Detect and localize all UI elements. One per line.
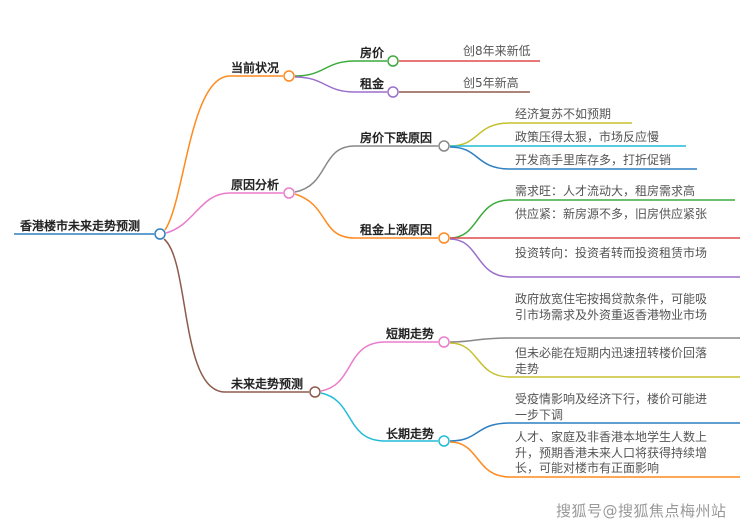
leaf-text: 创8年来新低: [463, 44, 531, 58]
leaf-text: 受疫情影响及经济下行，楼价可能进一步下调: [515, 392, 708, 422]
leaf-text: 但未必能在短期内迅速扭转楼价回落走势: [515, 346, 708, 376]
subtopic-short-term[interactable]: 短期走势: [386, 327, 435, 341]
node-circle[interactable]: [283, 187, 295, 199]
root-node-circle[interactable]: [154, 228, 166, 240]
leaf-line: [449, 422, 740, 442]
leaf-text: 经济复苏不如预期: [515, 107, 612, 121]
connector-rent-rise: [294, 193, 438, 239]
node-circle[interactable]: [387, 86, 399, 98]
connector-reasons: [165, 192, 283, 234]
connector-future: [163, 238, 309, 393]
root-topic[interactable]: 香港楼市未来走势预测: [20, 219, 141, 233]
subtopic-price-drop-reasons[interactable]: 房价下跌原因: [360, 131, 433, 145]
leaf-line: [449, 337, 740, 343]
leaf-line: [449, 342, 740, 378]
leaf-text: 投资转向：投资者转而投资租赁市场: [515, 246, 708, 260]
connector-short-term: [320, 341, 438, 392]
topic-future-trend[interactable]: 未来走势预测: [231, 377, 304, 391]
leaf-line: [449, 199, 735, 239]
leaf-line: [449, 122, 632, 147]
node-circle[interactable]: [309, 386, 321, 398]
leaf-line: [449, 238, 740, 278]
leaf-text: 供应紧：新房源不多，旧房供应紧张: [515, 207, 708, 221]
topic-reason-analysis[interactable]: 原因分析: [231, 178, 280, 192]
connector-price: [294, 60, 387, 77]
watermark: 搜狐号@搜狐焦点梅州站: [556, 502, 727, 520]
leaf-text: 政策压得太狠，市场反应慢: [515, 130, 660, 144]
connector-price-drop: [294, 145, 438, 193]
connector-long-term: [320, 392, 438, 442]
node-circle[interactable]: [438, 232, 450, 244]
leaf-line: [449, 441, 740, 478]
connector-rent: [294, 76, 387, 93]
subtopic-long-term[interactable]: 长期走势: [386, 427, 435, 441]
leaf-line: [449, 146, 697, 170]
subtopic-rent-rise-reasons[interactable]: 租金上涨原因: [360, 223, 433, 237]
node-circle[interactable]: [438, 140, 450, 152]
leaf-text: 人才、家庭及非香港本地学生人数上升，预期香港未来人口将获得持续增长，可能对楼市有…: [515, 430, 708, 475]
leaf-text: 政府放宽住宅按揭贷款条件，可能吸引市场需求及外资重返香港物业市场: [515, 292, 708, 322]
node-circle[interactable]: [438, 336, 450, 348]
connector-current: [164, 75, 283, 231]
subtopic-rent[interactable]: 租金: [360, 77, 385, 91]
leaf-text: 创5年新高: [463, 76, 519, 90]
node-circle[interactable]: [387, 55, 399, 67]
leaf-text: 开发商手里库存多，打折促销: [515, 153, 672, 167]
topic-current-status[interactable]: 当前状况: [231, 61, 280, 75]
node-circle[interactable]: [283, 70, 295, 82]
subtopic-house-price[interactable]: 房价: [360, 46, 385, 60]
node-circle[interactable]: [438, 435, 450, 447]
leaf-text: 需求旺：人才流动大，租房需求高: [515, 184, 696, 198]
